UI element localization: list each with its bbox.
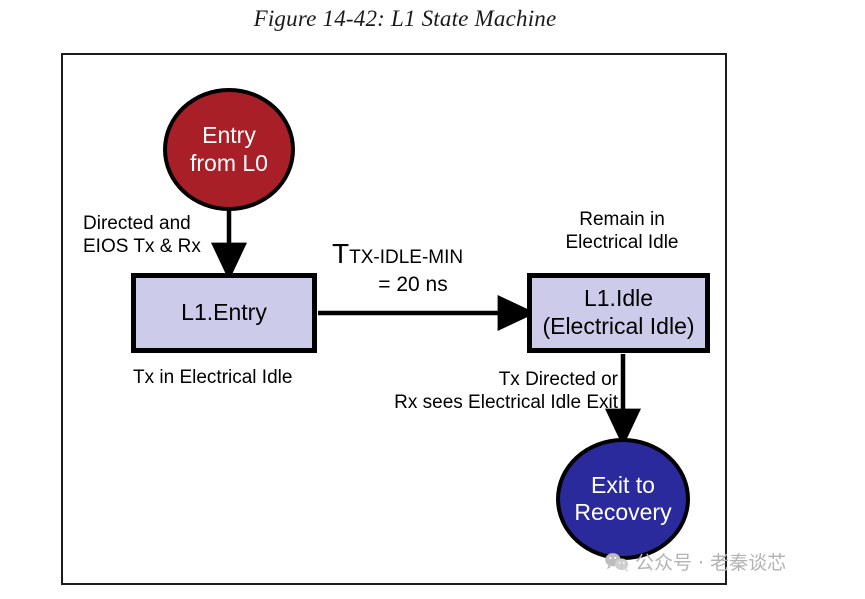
node-exit-to-recovery[interactable]: Exit to Recovery <box>556 438 690 560</box>
node-l1-idle-line1: L1.Idle <box>583 285 654 312</box>
watermark-text: 公众号 · 老秦谈芯 <box>635 552 787 574</box>
edge-label-directed-eios: Directed and EIOS Tx & Rx <box>83 212 201 258</box>
edge-label-remain-line2: Electrical Idle <box>565 232 679 254</box>
timing-value: = 20 ns <box>378 273 448 296</box>
node-exit-to-recovery-line2: Recovery <box>574 499 672 525</box>
timing-subscript: TX-IDLE-MIN <box>349 247 464 268</box>
node-entry-from-l0[interactable]: Entry from L0 <box>163 88 295 211</box>
edge-label-remain-in-electrical-idle: Remain in Electrical Idle <box>543 208 701 254</box>
watermark: 公众号 · 老秦谈芯 <box>604 548 786 575</box>
edge-label-tx-directed-line1: Tx Directed or <box>498 369 618 390</box>
edge-label-remain-line1: Remain in <box>579 209 665 230</box>
edge-label-directed-eios-line2: EIOS Tx & Rx <box>83 236 201 258</box>
timing-symbol-line: TTX-IDLE-MIN <box>330 238 510 270</box>
node-l1-entry[interactable]: L1.Entry <box>131 273 317 353</box>
wechat-icon <box>604 552 629 572</box>
node-entry-from-l0-line1: Entry <box>202 122 256 149</box>
timing-symbol: T <box>332 238 350 269</box>
edge-label-tx-directed-line2: Rx sees Electrical Idle Exit <box>394 392 618 414</box>
page-title: Figure 14-42: L1 State Machine <box>253 6 557 31</box>
node-l1-entry-label: L1.Entry <box>181 299 267 326</box>
annotation-tx-in-electrical-idle: Tx in Electrical Idle <box>133 367 293 388</box>
node-l1-idle[interactable]: L1.Idle (Electrical Idle) <box>527 273 710 353</box>
edge-label-tx-idle-min: TTX-IDLE-MIN = 20 ns <box>330 238 510 297</box>
edge-label-tx-directed-or-rx-sees: Tx Directed or Rx sees Electrical Idle E… <box>358 368 618 414</box>
node-l1-idle-line2: (Electrical Idle) <box>542 313 695 339</box>
node-entry-from-l0-line2: from L0 <box>190 149 268 176</box>
node-exit-to-recovery-line1: Exit to <box>591 471 655 498</box>
edge-label-directed-eios-line1: Directed and <box>83 213 191 234</box>
